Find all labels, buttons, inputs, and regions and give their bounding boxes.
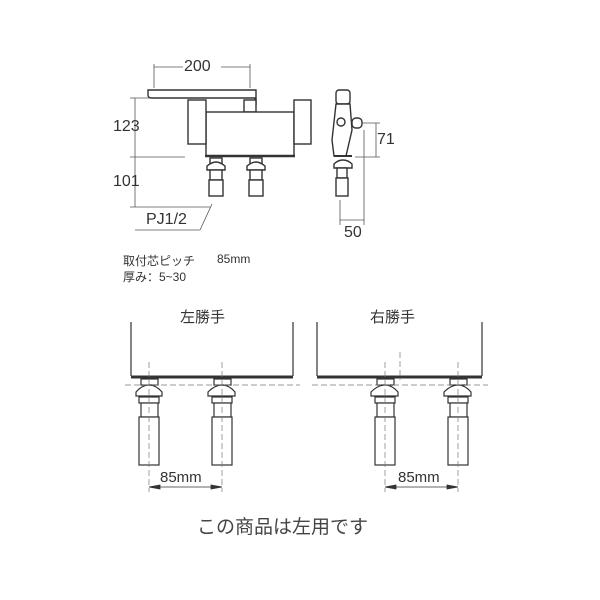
upper-height-dimension: 123 [113, 118, 140, 135]
pitch-value: 85mm [217, 252, 251, 266]
dimension-lines [130, 64, 380, 231]
thread-label: PJ1/2 [146, 211, 187, 228]
thickness-label: 厚み：5~30 [123, 270, 187, 284]
left-install-title: 左勝手 [180, 309, 226, 326]
faucet-front-view [147, 89, 312, 197]
pitch-label: 取付芯ピッチ [123, 254, 196, 268]
faucet-side-view [331, 89, 363, 197]
side-depth-dimension: 50 [344, 224, 362, 241]
footer-note: この商品は左用です [197, 517, 369, 538]
left-install-diagram [125, 322, 300, 492]
side-height-dimension: 71 [377, 131, 395, 148]
right-install-pitch: 85mm [398, 469, 440, 486]
left-install-pitch: 85mm [160, 469, 202, 486]
right-install-diagram [312, 322, 488, 492]
lower-height-dimension: 101 [113, 173, 140, 190]
width-dimension: 200 [184, 58, 211, 75]
right-install-title: 右勝手 [370, 309, 416, 326]
